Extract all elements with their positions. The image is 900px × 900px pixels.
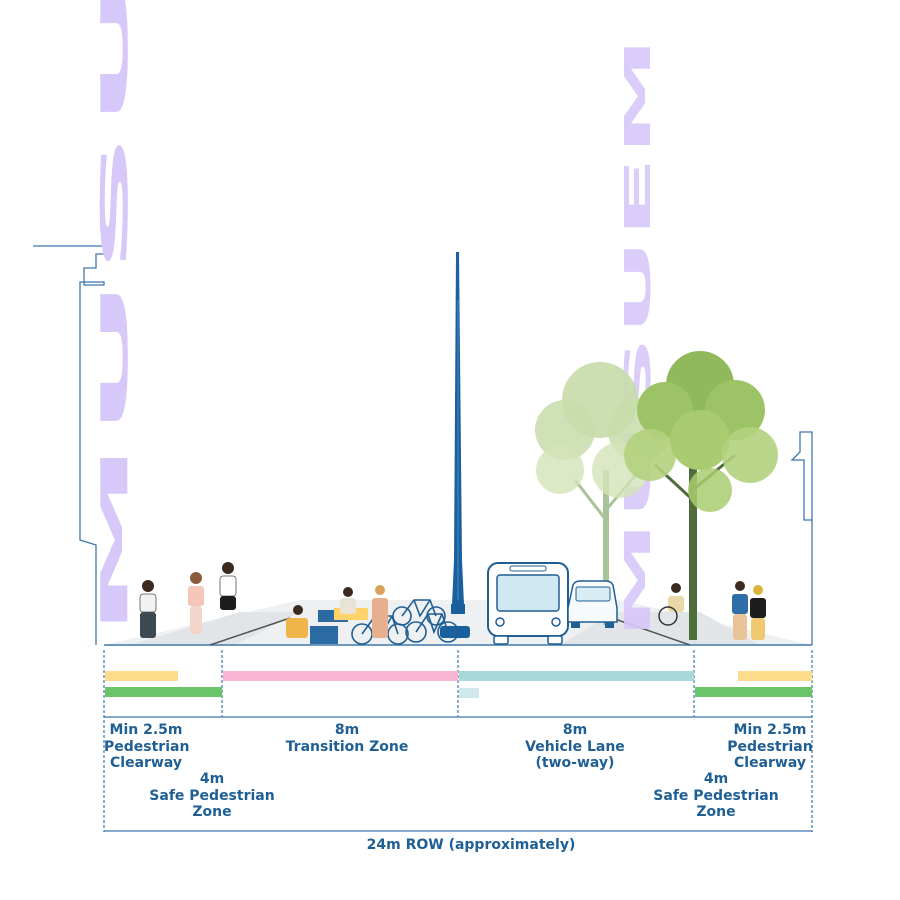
total-row-text: 24m ROW (approximately) — [366, 837, 576, 853]
people-left — [139, 562, 388, 638]
left-clearway-width: Min 2.5m — [109, 722, 183, 738]
right-clearway-label: Min 2.5m Pedestrian Clearway — [727, 722, 813, 772]
vehicle-width: 8m — [562, 722, 588, 738]
right-safe-zone-bar — [695, 687, 812, 697]
right-clearway-width: Min 2.5m — [733, 722, 807, 738]
vehicle-lane-label: 8m Vehicle Lane (two-way) — [505, 722, 645, 772]
total-row-label: 24m ROW (approximately) — [330, 837, 612, 854]
right-clearway-bar — [738, 671, 812, 681]
tree-front — [624, 351, 778, 640]
left-clearway-line1: Pedestrian — [104, 738, 190, 755]
museum-sign-right: MUSUEM — [617, 36, 658, 640]
light-pole — [440, 252, 470, 638]
left-safe-line2: Zone — [192, 804, 232, 820]
people-right — [658, 581, 766, 640]
vehicle-line2: (two-way) — [535, 755, 615, 771]
right-safe-line2: Zone — [696, 804, 736, 820]
left-safe-zone-bar — [105, 687, 222, 697]
left-safe-width: 4m — [199, 771, 225, 787]
transition-zone-label: 8m Transition Zone — [276, 722, 418, 755]
vehicle-line1: Vehicle Lane — [525, 738, 625, 755]
vehicle-lane-bar — [459, 671, 694, 681]
right-safe-width: 4m — [703, 771, 729, 787]
left-clearway-line2: Clearway — [110, 755, 182, 771]
museum-sign-left: MUSUEM — [93, 0, 136, 640]
transition-line1: Transition Zone — [285, 738, 409, 755]
transition-zone-bar — [223, 671, 458, 681]
transition-width: 8m — [334, 722, 360, 738]
left-building: MUSUEM — [33, 0, 136, 645]
right-safe-line1: Safe Pedestrian — [653, 787, 779, 804]
left-clearway-label: Min 2.5m Pedestrian Clearway — [104, 722, 190, 772]
right-safe-zone-label: 4m Safe Pedestrian Zone — [652, 771, 780, 821]
bus-icon — [487, 562, 569, 645]
vehicle-lane-small-bar — [459, 688, 479, 698]
right-clearway-line2: Clearway — [734, 755, 806, 771]
left-clearway-bar — [105, 671, 178, 681]
left-safe-line1: Safe Pedestrian — [149, 787, 275, 804]
zone-bars — [105, 671, 812, 698]
right-clearway-line1: Pedestrian — [727, 738, 813, 755]
car-icon — [567, 580, 618, 628]
left-safe-zone-label: 4m Safe Pedestrian Zone — [148, 771, 276, 821]
right-building: MUSUEM — [617, 36, 813, 645]
